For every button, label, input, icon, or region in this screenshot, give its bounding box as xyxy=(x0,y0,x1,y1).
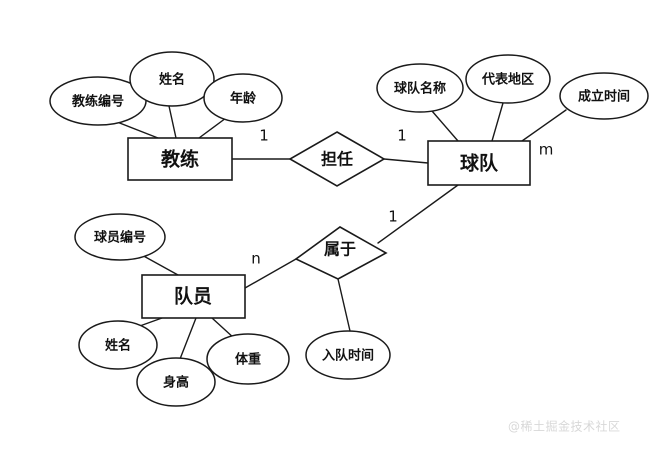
attribute-ellipse-shape xyxy=(206,333,290,385)
connector-player-id xyxy=(139,253,179,276)
attribute-label: 姓名 xyxy=(104,338,131,354)
entity-coach[interactable]: 教练 xyxy=(127,137,233,181)
entity-label: 球队 xyxy=(460,152,499,175)
attribute-label: 入队时间 xyxy=(322,348,374,364)
entity-rect-shape xyxy=(141,274,246,319)
connector-coach-id xyxy=(116,121,159,139)
entity-team[interactable]: 球队 xyxy=(427,140,531,186)
attribute-ellipse-shape xyxy=(203,73,283,123)
relationship-label: 担任 xyxy=(321,150,353,169)
attribute-ellipse-shape xyxy=(305,330,391,380)
connector-belongs-joindate xyxy=(337,278,351,332)
attribute-label: 教练编号 xyxy=(71,94,124,110)
cardinality-team-players: m xyxy=(539,141,554,159)
connector-team-belongs xyxy=(377,184,459,244)
attribute-player-name[interactable]: 姓名 xyxy=(78,320,158,370)
attribute-label: 年龄 xyxy=(230,91,257,107)
attribute-ellipse-shape xyxy=(74,213,166,261)
attribute-coach-id[interactable]: 教练编号 xyxy=(49,76,147,126)
watermark: @稀土掘金技术社区 xyxy=(508,419,621,434)
cardinality-coach-serves: 1 xyxy=(259,127,269,145)
entity-label: 队员 xyxy=(174,285,212,308)
attribute-label: 成立时间 xyxy=(578,89,630,105)
relationship-serves-as[interactable]: 担任 xyxy=(288,131,386,187)
attribute-label: 球员编号 xyxy=(94,230,146,246)
cardinality-labels: 1 1 1 m n xyxy=(251,127,553,268)
entity-player[interactable]: 队员 xyxy=(141,274,246,319)
attribute-label: 球队名称 xyxy=(394,81,446,97)
entity-rect-shape xyxy=(127,137,233,181)
attribute-coach-name[interactable]: 姓名 xyxy=(129,51,215,107)
connector-player-belongs xyxy=(244,258,297,289)
attribute-ellipse-shape xyxy=(376,63,464,113)
attribute-label: 体重 xyxy=(235,352,261,368)
attribute-team-founded[interactable]: 成立时间 xyxy=(559,72,649,120)
attribute-label: 身高 xyxy=(163,375,189,391)
relationship-diamond-shape xyxy=(288,131,386,187)
attribute-ellipse-shape xyxy=(78,320,158,370)
relationship-belongs-to[interactable]: 属于 xyxy=(294,226,388,280)
attribute-coach-age[interactable]: 年龄 xyxy=(203,73,283,123)
attribute-label: 代表地区 xyxy=(481,72,534,88)
relationship-label: 属于 xyxy=(324,240,356,259)
attribute-ellipse-shape xyxy=(129,51,215,107)
attribute-player-height[interactable]: 身高 xyxy=(136,357,216,407)
cardinality-player-belongs: n xyxy=(251,250,261,268)
connector-serves-team xyxy=(383,158,429,164)
attribute-join-date[interactable]: 入队时间 xyxy=(305,330,391,380)
connector-team-region xyxy=(491,102,504,142)
attribute-player-id[interactable]: 球员编号 xyxy=(74,213,166,261)
cardinality-team-serves: 1 xyxy=(397,127,407,145)
connector-player-height xyxy=(179,317,197,360)
connector-coach-name xyxy=(168,105,177,139)
attribute-ellipse-shape xyxy=(465,54,551,104)
cardinality-team-belongs: 1 xyxy=(388,208,398,226)
entity-rect-shape xyxy=(427,140,531,186)
attribute-ellipse-shape xyxy=(136,357,216,407)
attribute-team-region[interactable]: 代表地区 xyxy=(465,54,551,104)
entity-rectangles: 教练 球队 队员 xyxy=(127,137,531,319)
attribute-player-weight[interactable]: 体重 xyxy=(206,333,290,385)
relationship-diamond-shape xyxy=(294,226,388,280)
connector-coach-age xyxy=(198,117,227,139)
attribute-ellipses: 教练编号 姓名 年龄 球队名称 代表地区 成立时间 球员编号 姓名 xyxy=(49,51,649,407)
connector-team-name xyxy=(431,110,459,142)
entity-label: 教练 xyxy=(161,148,199,171)
attribute-label: 姓名 xyxy=(158,72,185,88)
connector-team-founded xyxy=(521,109,567,142)
attribute-team-name[interactable]: 球队名称 xyxy=(376,63,464,113)
relationship-diamonds: 担任 属于 xyxy=(288,131,388,280)
attribute-ellipse-shape xyxy=(559,72,649,120)
